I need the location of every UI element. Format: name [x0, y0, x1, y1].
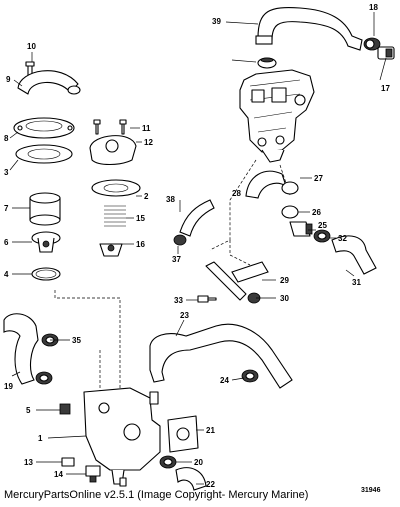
callout-21: 21: [206, 426, 215, 435]
valve-part-16[interactable]: [99, 243, 123, 257]
callout-36: 37: [172, 255, 181, 264]
callout-14: 14: [54, 470, 63, 479]
callout-6: 6: [4, 238, 9, 247]
callout-20: 20: [194, 458, 203, 467]
callout-1: 1: [38, 434, 43, 443]
callout-22: 22: [206, 480, 215, 489]
gasket-part-2[interactable]: [91, 179, 141, 197]
hose-part-28[interactable]: [245, 170, 287, 199]
bolt-part-33[interactable]: [197, 295, 217, 303]
thermostat-part-6[interactable]: [31, 231, 61, 253]
callout-23: 23: [180, 311, 189, 320]
hose-part-38[interactable]: [179, 199, 215, 237]
fitting-part-17[interactable]: [377, 46, 395, 60]
hose-part-37[interactable]: [255, 7, 363, 51]
callout-26: 26: [312, 208, 321, 217]
callout-25: 25: [318, 221, 327, 230]
callout-13: 13: [24, 458, 33, 467]
sensor-part-14[interactable]: [85, 465, 101, 483]
callout-7: 7: [4, 204, 9, 213]
fitting-part-25[interactable]: [289, 221, 313, 237]
callout-33: 33: [174, 296, 183, 305]
clamp-part-36[interactable]: [173, 234, 187, 246]
callout-9: 9: [6, 75, 11, 84]
clamp-part-32[interactable]: [313, 229, 331, 243]
callout-19: 19: [4, 382, 13, 391]
copyright-footer: MercuryPartsOnline v2.5.1 (Image Copyrig…: [4, 489, 309, 501]
bolt-part-14b: [119, 477, 127, 487]
leader-lines: [9, 12, 387, 485]
diagram-number: 31946: [361, 487, 381, 494]
callout-5: 5: [26, 406, 31, 415]
callout-29: 29: [280, 276, 289, 285]
callout-24: 24: [220, 376, 229, 385]
callout-38: 38: [166, 195, 175, 204]
callout-12: 12: [144, 138, 153, 147]
engine-block-assembly: [239, 69, 315, 163]
callout-4: 4: [4, 270, 9, 279]
hose-part-31[interactable]: [331, 235, 377, 275]
callout-16: 16: [136, 240, 145, 249]
callout-11: 11: [142, 124, 151, 133]
fitting-part-5[interactable]: [59, 403, 71, 415]
callout-35: 35: [72, 336, 81, 345]
callout-18: 18: [369, 3, 378, 12]
callout-27: 27: [314, 174, 323, 183]
plate-part-21[interactable]: [167, 415, 199, 453]
callout-2: 2: [144, 192, 149, 201]
callout-17: 17: [381, 84, 390, 93]
housing-part-1[interactable]: [83, 387, 161, 485]
spring-part-15[interactable]: [104, 205, 126, 227]
callout-8: 8: [4, 134, 9, 143]
clamp-part-27[interactable]: [281, 181, 299, 195]
clamp-part-35[interactable]: [35, 333, 59, 385]
housing-part-12[interactable]: [89, 135, 137, 166]
hose-part-23[interactable]: [149, 323, 293, 389]
callout-28: 28: [232, 189, 241, 198]
pipe-part-29[interactable]: [231, 261, 269, 283]
gasket-part-3[interactable]: [15, 144, 73, 164]
sensor-part-13[interactable]: [61, 457, 75, 467]
clamp-part-20[interactable]: [159, 455, 177, 469]
hose-part-19[interactable]: [3, 313, 39, 385]
ring-part-39[interactable]: [257, 57, 277, 69]
callout-15: 15: [136, 214, 145, 223]
elbow-part-9[interactable]: [17, 70, 81, 95]
bolt-part-11[interactable]: [93, 119, 127, 135]
callout-3: 3: [4, 168, 9, 177]
callout-37: 39: [212, 17, 221, 26]
callout-30: 30: [280, 294, 289, 303]
callout-10: 10: [27, 42, 36, 51]
callout-labels: 10 9 8 3 7 6 4 11 12 2 15 16 39 18 17 27…: [4, 3, 390, 489]
clamp-part-26[interactable]: [281, 205, 299, 219]
callout-32: 32: [338, 234, 347, 243]
sleeve-part-7[interactable]: [29, 192, 61, 226]
clamp-part-18[interactable]: [363, 37, 381, 51]
seal-part-4[interactable]: [31, 267, 61, 281]
hose-part-22[interactable]: [175, 467, 207, 491]
tube-part-30[interactable]: [205, 261, 261, 304]
callout-31: 31: [352, 278, 361, 287]
cap-part-8[interactable]: [13, 117, 75, 139]
clamp-part-24[interactable]: [241, 369, 259, 383]
